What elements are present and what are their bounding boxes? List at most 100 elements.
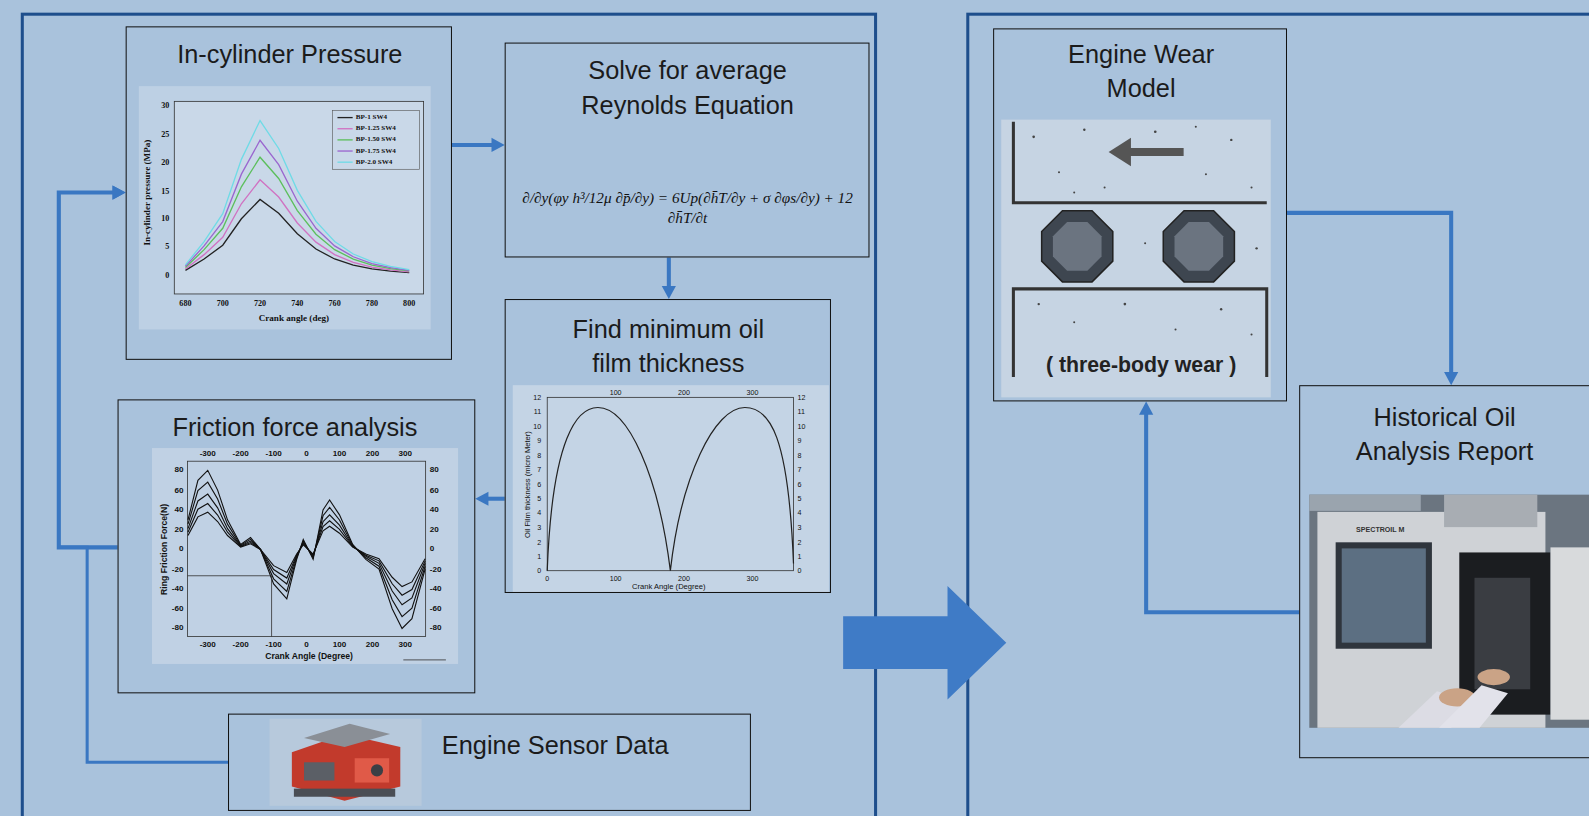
pressure-chart <box>337 128 352 129</box>
connector-arrow <box>452 138 505 152</box>
lab-photo <box>1309 495 1589 728</box>
tick-label: 760 <box>329 300 341 308</box>
friction-chart <box>152 448 458 664</box>
friction-chart <box>188 470 425 628</box>
wear-picture <box>1013 122 1266 203</box>
friction-chart <box>188 504 425 596</box>
tick-label: 100 <box>610 389 622 396</box>
tick-label: 80 <box>174 466 183 474</box>
tick-label: 20 <box>161 159 169 167</box>
tick-label: 8 <box>537 452 541 459</box>
tick-label: 0 <box>179 545 184 553</box>
tick-label: 0 <box>304 641 309 649</box>
lab-photo <box>1309 495 1420 511</box>
wear-picture <box>1230 139 1232 141</box>
transfer-arrow <box>843 586 1006 700</box>
engine-picture <box>270 719 422 806</box>
engine-picture <box>304 724 390 747</box>
engine-picture <box>294 789 395 797</box>
machine-label: SPECTROIL M <box>1356 526 1404 533</box>
legend-text: BP-1.25 SW4 <box>356 125 396 132</box>
tick-label: 25 <box>161 131 169 139</box>
tick-label: 10 <box>533 423 541 430</box>
equation: ∂/∂y(φy h³/12μ ∂p̄/∂y) = 6Up(∂h̄T/∂y + σ… <box>514 188 862 229</box>
tick-label: 15 <box>161 187 169 195</box>
tick-label: 9 <box>798 437 802 444</box>
pressure-chart <box>337 150 352 151</box>
tick-label: 60 <box>430 486 439 494</box>
wear-picture <box>1032 136 1035 139</box>
tick-label: 300 <box>747 575 759 582</box>
connector-line <box>667 258 671 288</box>
tick-label: 0 <box>165 272 169 280</box>
panel-frame <box>22 14 1589 816</box>
tick-label: 740 <box>291 300 303 308</box>
wear-picture <box>1038 303 1040 305</box>
model-box: Engine Wear Model( three-body wear ) <box>993 28 1287 401</box>
box-title: Friction force analysis <box>123 411 468 445</box>
connector-line <box>452 143 494 147</box>
tick-label: 0 <box>545 575 549 582</box>
wear-picture <box>1205 173 1207 175</box>
film-chart <box>547 397 793 570</box>
axis-title: Oil Film thickness (micro Meter) <box>524 431 532 538</box>
friction-chart <box>403 659 446 660</box>
wear-picture <box>1154 130 1157 133</box>
tick-label: 4 <box>798 509 802 516</box>
box-title: Engine Sensor Data <box>442 729 741 763</box>
tick-label: -100 <box>266 450 282 458</box>
axis-title: Crank Angle (Degree) <box>265 652 353 661</box>
wear-picture <box>1109 138 1131 166</box>
film-chart <box>513 385 829 592</box>
tick-label: 200 <box>678 575 690 582</box>
tick-label: -200 <box>233 641 249 649</box>
connector-arrow <box>1287 213 1458 385</box>
transfer-arrow <box>843 586 1006 700</box>
wear-picture <box>1058 171 1060 173</box>
lab-photo <box>1336 542 1432 648</box>
wear-picture <box>1175 222 1224 271</box>
connector-arrow <box>475 492 504 506</box>
tick-label: 10 <box>798 423 806 430</box>
tick-label: 200 <box>366 641 380 649</box>
box-title: Find minimum oil film thickness <box>559 312 777 380</box>
tick-label: 700 <box>217 300 229 308</box>
wear-picture <box>1220 308 1222 310</box>
tick-label: 7 <box>537 466 541 473</box>
arrow-head <box>112 185 125 199</box>
wear-picture <box>1195 126 1197 128</box>
tick-label: -60 <box>430 605 442 613</box>
tick-label: 7 <box>798 466 802 473</box>
arrow-head <box>662 286 676 299</box>
tick-label: 800 <box>403 300 415 308</box>
tick-label: 300 <box>747 389 759 396</box>
tick-label: -40 <box>172 585 184 593</box>
lab-photo <box>1459 552 1550 714</box>
box-title: Historical Oil Analysis Report <box>1336 400 1554 468</box>
tick-label: 4 <box>537 509 541 516</box>
wear-picture <box>1053 222 1102 271</box>
friction-chart <box>152 448 458 664</box>
pressure-chart <box>185 140 409 270</box>
film-chart <box>547 407 793 570</box>
tick-label: 200 <box>366 450 380 458</box>
tick-label: 12 <box>798 394 806 401</box>
pressure-chart <box>337 139 352 140</box>
tick-label: 3 <box>798 524 802 531</box>
wear-picture <box>1073 192 1075 194</box>
input-box: Engine Sensor Data <box>228 714 751 811</box>
arrow-head <box>1139 402 1153 415</box>
legend-text: BP-1 SW4 <box>356 114 387 121</box>
engine-picture <box>270 719 422 806</box>
tick-label: 5 <box>798 495 802 502</box>
lab-photo <box>1309 495 1589 728</box>
arrow-head <box>475 492 488 506</box>
tick-label: 9 <box>537 437 541 444</box>
axis-title: Crank Angle (Degree) <box>632 583 706 591</box>
pressure-chart <box>139 86 431 329</box>
tick-label: 0 <box>798 567 802 574</box>
arrow-head <box>1444 372 1458 385</box>
